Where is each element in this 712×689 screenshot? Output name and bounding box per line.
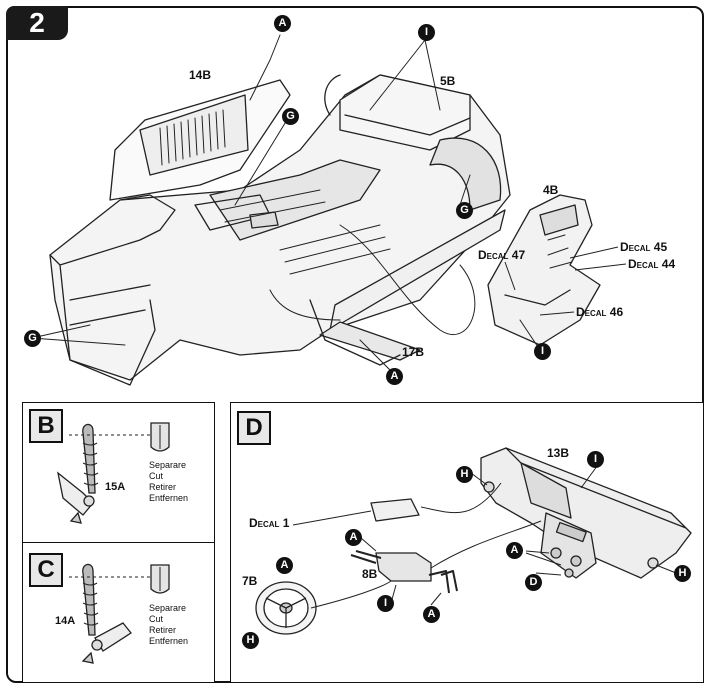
callout-a-column-bottom: A [423,606,440,623]
panel-d-drawing [255,447,692,635]
part-label-17b: 17B [402,345,425,359]
interior-tub-drawing [31,34,601,386]
cut-text-line: Separare [149,460,187,470]
part-label-14b: 14B [189,68,212,82]
panel-c-letter: C [29,553,63,587]
panel-b-letter: B [29,409,63,443]
callout-i-top: I [418,24,435,41]
callout-i-seat: I [534,343,551,360]
panel-c-drawing [69,563,170,664]
callout-a-top: A [274,15,291,32]
decal-44-label: Decal 44 [628,257,676,271]
panel-c-part: 14A [55,615,76,627]
decal-45-label: Decal 45 [620,240,668,254]
part-label-7b: 7B [242,574,258,588]
callout-a-dash: A [506,542,523,559]
cut-text-line: Entfernen [149,493,189,503]
cut-text-line: Cut [149,471,164,481]
part-label-5b: 5B [440,74,456,88]
cut-text-line: Cut [149,614,164,624]
callout-g-door: G [282,108,299,125]
decal-leaders [504,246,627,316]
decal-47-label: Decal 47 [478,248,526,262]
panel-b-part: 15A [105,481,126,493]
cut-text-line: Entfernen [149,636,189,646]
panel-c-cut-text: Separare Cut Retirer Entfernen [149,603,188,647]
part-label-4b: 4B [543,183,559,197]
callout-i-column: I [377,595,394,612]
part-label-13b: 13B [547,446,570,460]
panel-b-cut-text: Separare Cut Retirer Entfernen [149,460,188,504]
callout-a-column: A [345,529,362,546]
callout-h-dash-right: H [674,565,691,582]
callout-i-dash: I [587,451,604,468]
panel-c: C 14A Separare Cut Retirer Entfernen [22,542,215,683]
decal-1-label: Decal 1 [249,516,290,530]
callout-g-left: G [24,330,41,347]
cut-text-line: Separare [149,603,187,613]
panel-b-drawing [57,422,170,524]
part-label-8b: 8B [362,567,378,581]
panel-d-letter: D [237,411,271,445]
callout-a-wheel: A [276,557,293,574]
decal-46-label: Decal 46 [576,305,624,319]
cut-text-line: Retirer [149,625,177,635]
callout-d-dash: D [525,574,542,591]
step-number-badge: 2 [6,6,68,40]
callout-a-bottom: A [386,368,403,385]
callout-h-wheel: H [242,632,259,649]
callout-g-arch: G [456,202,473,219]
panel-d: D [230,402,704,683]
callout-h-dash-left: H [456,466,473,483]
panel-b: B 15A Separare Cut Retirer Entfernen [22,402,215,543]
cut-text-line: Retirer [149,482,177,492]
